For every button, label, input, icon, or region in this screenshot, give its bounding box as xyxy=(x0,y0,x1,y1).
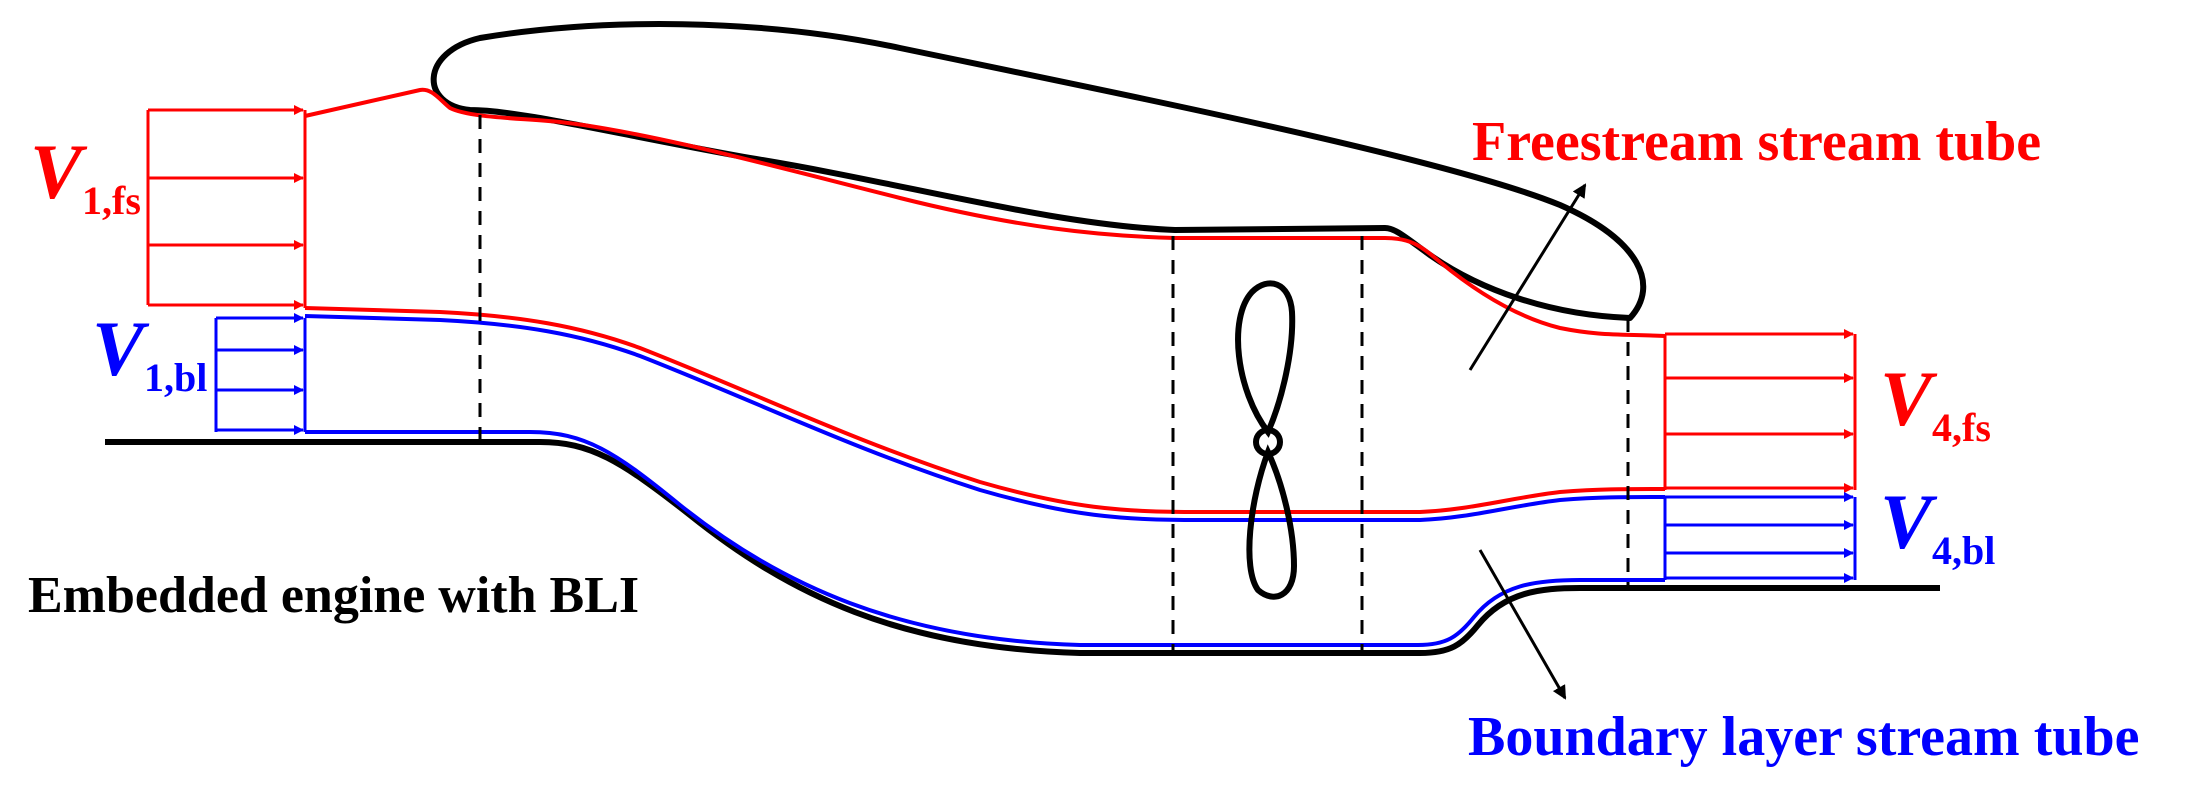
freestream-leader-arrow xyxy=(1468,183,1587,371)
freestream-tube-caption: Freestream stream tube xyxy=(1472,111,2041,173)
bl-tube-caption: Boundary layer stream tube xyxy=(1468,706,2139,768)
nacelle-cowl xyxy=(430,21,1647,321)
engine-caption: Embedded engine with BLI xyxy=(28,567,639,624)
bl-leader-arrow xyxy=(1478,549,1567,700)
v1-bl-label: V1,bl xyxy=(92,305,207,400)
freestream-tube-upper xyxy=(304,87,1666,338)
outlet-bl-profile xyxy=(1663,492,1857,583)
bl-tube-lower xyxy=(305,430,1665,647)
inlet-bl-profile xyxy=(214,313,307,435)
inlet-freestream-profile xyxy=(146,105,307,310)
outlet-freestream-profile xyxy=(1663,329,1857,493)
v4-bl-label: V4,bl xyxy=(1880,478,1995,573)
v4-fs-label: V4,fs xyxy=(1880,355,1991,450)
station-lines xyxy=(478,115,1630,650)
v1-fs-label: V1,fs xyxy=(30,128,141,223)
bl-tube-upper xyxy=(304,314,1666,522)
fan-icon xyxy=(1235,280,1298,600)
freestream-tube-lower xyxy=(304,306,1666,514)
lower-wall xyxy=(105,439,1940,656)
